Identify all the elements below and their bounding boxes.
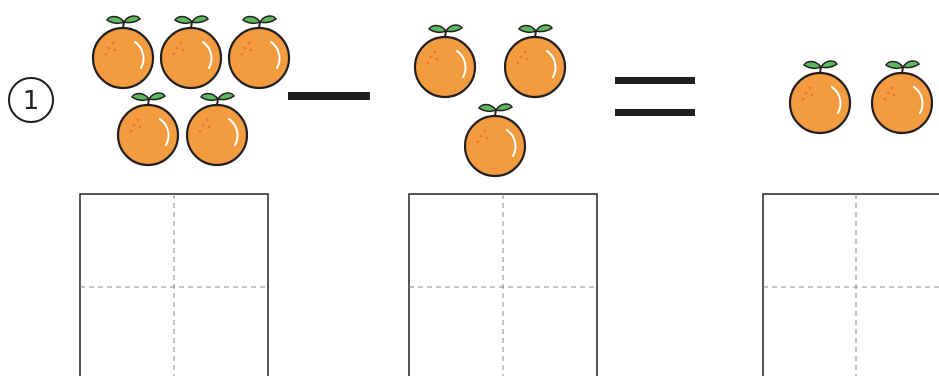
minuend-orange-group [91, 14, 291, 167]
minus-sign [288, 92, 370, 100]
orange-icon [503, 23, 567, 99]
orange-icon [227, 14, 291, 90]
orange-icon [116, 91, 180, 167]
result-answer-box[interactable] [762, 193, 939, 376]
problem-number-text: 1 [23, 86, 40, 116]
subtrahend-answer-box[interactable] [408, 193, 598, 376]
equals-sign [615, 77, 695, 116]
minuend-answer-box[interactable] [79, 193, 269, 376]
result-orange-group [788, 59, 934, 135]
problem-number-circle [8, 77, 54, 123]
equals-bar-top [615, 77, 695, 84]
orange-icon [870, 59, 934, 135]
equals-bar-bottom [615, 109, 695, 116]
problem-number: 1 [8, 77, 54, 123]
orange-icon [91, 14, 155, 90]
orange-icon [159, 14, 223, 90]
orange-icon [788, 59, 852, 135]
subtrahend-orange-group [413, 23, 567, 178]
orange-icon [413, 23, 477, 99]
orange-icon [463, 102, 527, 178]
orange-icon [185, 91, 249, 167]
